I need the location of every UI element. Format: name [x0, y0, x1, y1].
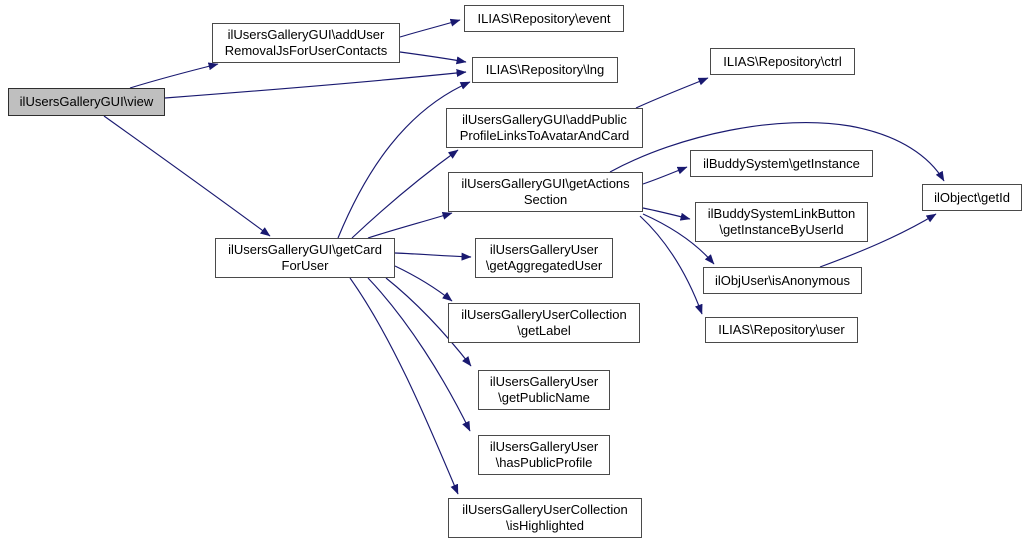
node-ctrl[interactable]: ILIAS\Repository\ctrl — [710, 48, 855, 75]
node-isAnonymous[interactable]: ilObjUser\isAnonymous — [703, 267, 862, 294]
edge-getActionsSection-user — [639, 215, 703, 315]
node-label: ilUsersGalleryUser — [489, 374, 599, 389]
node-label: \getPublicName — [498, 390, 590, 405]
node-getCardForUser[interactable]: ilUsersGalleryGUI\getCard ForUser — [215, 238, 395, 278]
node-label: RemovalJsForUserContacts — [224, 43, 388, 58]
node-label: ilBuddySystemLinkButton — [707, 206, 856, 221]
edge-isAnonymous-getId — [819, 213, 937, 268]
node-label: ilUsersGalleryUser — [489, 439, 599, 454]
node-hasPublicProfile[interactable]: ilUsersGalleryUser \hasPublicProfile — [478, 435, 610, 475]
node-label: \getInstanceByUserId — [719, 222, 844, 237]
node-label: ilUsersGalleryUserCollection — [462, 502, 628, 517]
node-addPublicProfileLinks[interactable]: ilUsersGalleryGUI\addPublic ProfileLinks… — [446, 108, 643, 148]
node-event[interactable]: ILIAS\Repository\event — [464, 5, 624, 32]
edge-getCardForUser-getPublicName — [385, 277, 472, 367]
node-getId[interactable]: ilObject\getId — [922, 184, 1022, 211]
node-getInstanceByUserId[interactable]: ilBuddySystemLinkButton \getInstanceByUs… — [695, 202, 868, 242]
node-getPublicName[interactable]: ilUsersGalleryUser \getPublicName — [478, 370, 610, 410]
node-label: ilUsersGalleryGUI\addPublic — [462, 112, 627, 127]
node-label: ILIAS\Repository\event — [477, 10, 611, 26]
node-label: ILIAS\Repository\ctrl — [723, 53, 842, 69]
edge-addPublicProfileLinks-ctrl — [635, 77, 709, 109]
node-getLabel[interactable]: ilUsersGalleryUserCollection \getLabel — [448, 303, 640, 343]
node-lng[interactable]: ILIAS\Repository\lng — [472, 57, 618, 83]
node-label: ilUsersGalleryUser — [489, 242, 599, 257]
node-label: ILIAS\Repository\lng — [485, 62, 605, 77]
node-label: ilUsersGalleryGUI\addUser — [227, 27, 385, 42]
node-getAggregatedUser[interactable]: ilUsersGalleryUser \getAggregatedUser — [475, 238, 613, 278]
edge-addUserRemovalJs-event — [399, 18, 461, 38]
edge-view-lng — [164, 69, 467, 99]
edge-view-addUserRemovalJs — [129, 62, 219, 89]
edge-getCardForUser-getAggregatedUser — [394, 252, 472, 261]
node-label: ilUsersGalleryGUI\getCard — [228, 242, 382, 257]
edge-getActionsSection-getId — [609, 121, 945, 182]
node-label: ilObject\getId — [934, 189, 1010, 205]
edge-getCardForUser-addPublicProfileLinks — [351, 149, 459, 239]
edge-getActionsSection-getInstance — [642, 166, 688, 185]
edge-getActionsSection-getInstanceByUserId — [642, 207, 691, 221]
node-label: ProfileLinksToAvatarAndCard — [459, 128, 630, 143]
edge-getCardForUser-lng — [337, 81, 471, 239]
edge-getCardForUser-getActionsSection — [367, 211, 453, 239]
node-label: ilUsersGalleryGUI\view — [19, 94, 154, 109]
node-label: \isHighlighted — [505, 518, 585, 533]
node-label: ForUser — [281, 258, 329, 273]
node-isHighlighted[interactable]: ilUsersGalleryUserCollection \isHighligh… — [448, 498, 642, 538]
node-getActionsSection[interactable]: ilUsersGalleryGUI\getActions Section — [448, 172, 643, 212]
node-label: \getAggregatedUser — [485, 258, 603, 273]
edge-getActionsSection-isAnonymous — [642, 213, 715, 265]
node-view[interactable]: ilUsersGalleryGUI\view — [8, 88, 165, 116]
node-label: ilUsersGalleryUserCollection — [461, 307, 627, 322]
edge-getCardForUser-isHighlighted — [349, 277, 459, 495]
edge-view-getCardForUser — [103, 115, 271, 237]
edge-getCardForUser-hasPublicProfile — [367, 277, 471, 432]
node-label: ilUsersGalleryGUI\getActions — [461, 176, 630, 191]
node-addUserRemovalJs[interactable]: ilUsersGalleryGUI\addUser RemovalJsForUs… — [212, 23, 400, 63]
edge-getCardForUser-getLabel — [394, 265, 453, 302]
node-label: \hasPublicProfile — [495, 455, 593, 470]
node-label: ilObjUser\isAnonymous — [714, 272, 851, 288]
node-label: Section — [523, 192, 568, 207]
node-getInstance[interactable]: ilBuddySystem\getInstance — [690, 150, 873, 177]
node-user[interactable]: ILIAS\Repository\user — [705, 317, 858, 343]
node-label: ilBuddySystem\getInstance — [703, 155, 860, 171]
edge-addUserRemovalJs-lng — [399, 51, 467, 65]
node-label: ILIAS\Repository\user — [718, 322, 845, 337]
node-label: \getLabel — [517, 323, 571, 338]
